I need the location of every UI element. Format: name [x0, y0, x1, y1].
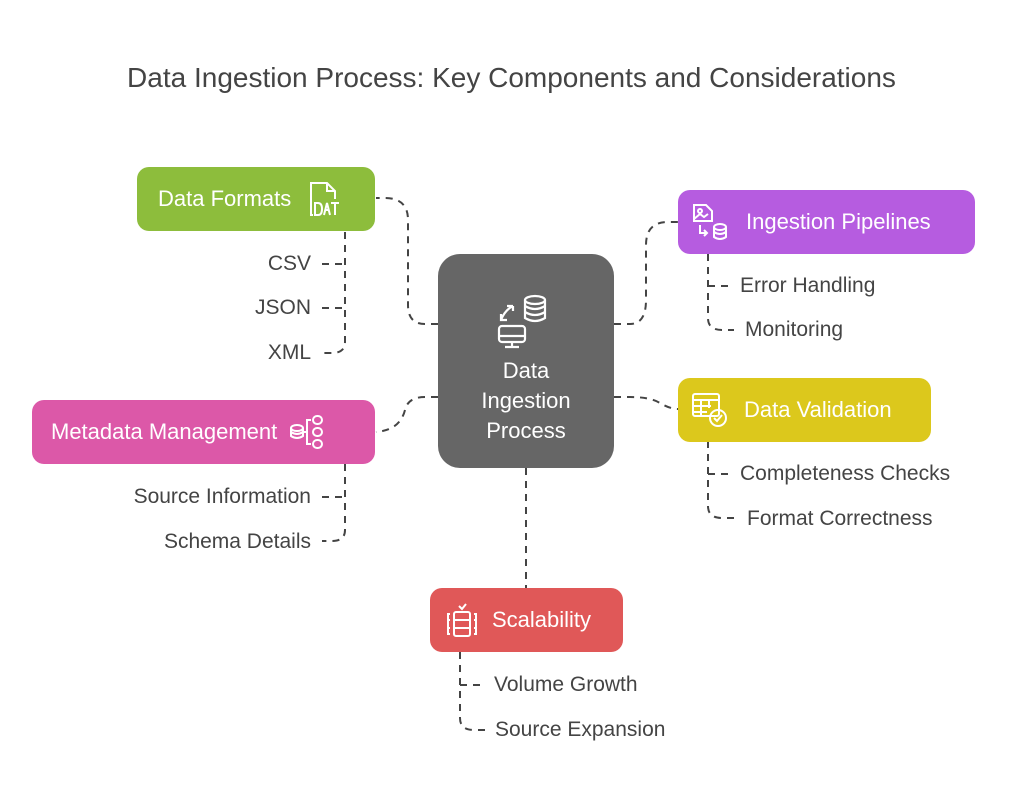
- leaf-json: JSON: [254, 296, 311, 319]
- database-tree-icon: [290, 415, 324, 449]
- center-label-line-1: Data: [502, 358, 550, 383]
- leaf-source-expansion: Source Expansion: [495, 718, 666, 741]
- node-pipelines-label: Ingestion Pipelines: [746, 209, 931, 234]
- node-scalability[interactable]: Scalability: [430, 588, 623, 652]
- link-data-formats: [376, 197, 438, 325]
- node-data-formats-label: Data Formats: [158, 186, 292, 211]
- leaf-schema-details: Schema Details: [163, 530, 311, 553]
- leaf-csv: CSV: [267, 252, 311, 275]
- node-data-validation[interactable]: Data Validation: [678, 378, 931, 442]
- diagram-title: Data Ingestion Process: Key Components a…: [127, 62, 896, 93]
- link-scalability-children: [459, 652, 486, 731]
- node-metadata-label: Metadata Management: [51, 419, 278, 444]
- leaf-error-handling: Error Handling: [740, 274, 876, 297]
- link-pipelines-children: [707, 254, 734, 331]
- link-metadata-children: [322, 464, 346, 542]
- dat-file-icon: [310, 182, 340, 216]
- link-pipelines: [614, 221, 678, 325]
- leaf-source-information: Source Information: [133, 485, 311, 508]
- link-validation: [614, 396, 679, 410]
- leaf-volume-growth: Volume Growth: [494, 673, 638, 696]
- node-scalability-label: Scalability: [492, 607, 592, 632]
- link-metadata: [375, 396, 438, 433]
- node-ingestion-pipelines[interactable]: Ingestion Pipelines: [678, 190, 975, 254]
- leaf-monitoring: Monitoring: [745, 318, 844, 341]
- leaf-xml: XML: [267, 341, 311, 364]
- center-node[interactable]: Data Ingestion Process: [438, 254, 614, 468]
- leaf-format-correctness: Format Correctness: [747, 507, 933, 530]
- center-label-line-3: Process: [486, 418, 566, 443]
- leaf-completeness-checks: Completeness Checks: [740, 462, 951, 485]
- link-validation-children: [707, 441, 734, 519]
- node-validation-label: Data Validation: [744, 397, 892, 422]
- link-data-formats-children: [322, 232, 346, 354]
- node-metadata-management[interactable]: Metadata Management: [32, 400, 375, 464]
- node-data-formats[interactable]: Data Formats: [137, 167, 375, 231]
- data-sync-icon: [497, 294, 547, 349]
- image-to-database-icon: [693, 204, 727, 240]
- table-check-icon: [692, 393, 727, 427]
- server-scale-icon: [447, 603, 477, 637]
- center-label-line-2: Ingestion: [481, 388, 571, 413]
